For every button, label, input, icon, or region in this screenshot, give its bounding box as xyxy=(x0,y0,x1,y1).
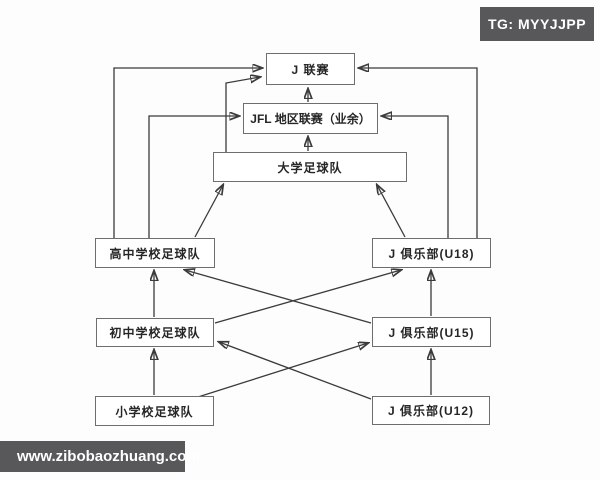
edge-university-to-jleague xyxy=(225,77,260,152)
node-j-club-u18: J 俱乐部(U18) xyxy=(372,238,491,268)
node-middle-school-team: 初中学校足球队 xyxy=(96,318,214,347)
node-elementary-school-team: 小学校足球队 xyxy=(95,396,214,426)
edge-elementary-to-u15 xyxy=(197,343,368,398)
edge-highschool-to-jfl xyxy=(148,116,239,238)
watermark: www.zibobaozhuang.com xyxy=(0,441,200,472)
telegram-badge: TG: MYYJJPP xyxy=(480,7,594,41)
edge-highschool-to-jleague xyxy=(113,68,262,238)
node-jfl-regional-league: JFL 地区联赛（业余） xyxy=(243,103,378,134)
node-high-school-team: 高中学校足球队 xyxy=(95,238,215,268)
edge-u12-to-middleschool xyxy=(219,342,372,400)
edge-u18-to-university xyxy=(377,185,406,238)
edge-u18-to-jfl xyxy=(382,116,449,238)
node-j-club-u15: J 俱乐部(U15) xyxy=(372,317,491,347)
edge-u18-to-jleague xyxy=(359,68,478,238)
edge-middleschool-to-u18 xyxy=(214,270,401,324)
edge-u15-to-highschool xyxy=(185,270,372,324)
edge-highschool-to-university xyxy=(194,185,223,238)
node-j-league: J 联赛 xyxy=(266,53,355,85)
node-university-team: 大学足球队 xyxy=(213,152,407,182)
node-j-club-u12: J 俱乐部(U12) xyxy=(372,396,490,425)
